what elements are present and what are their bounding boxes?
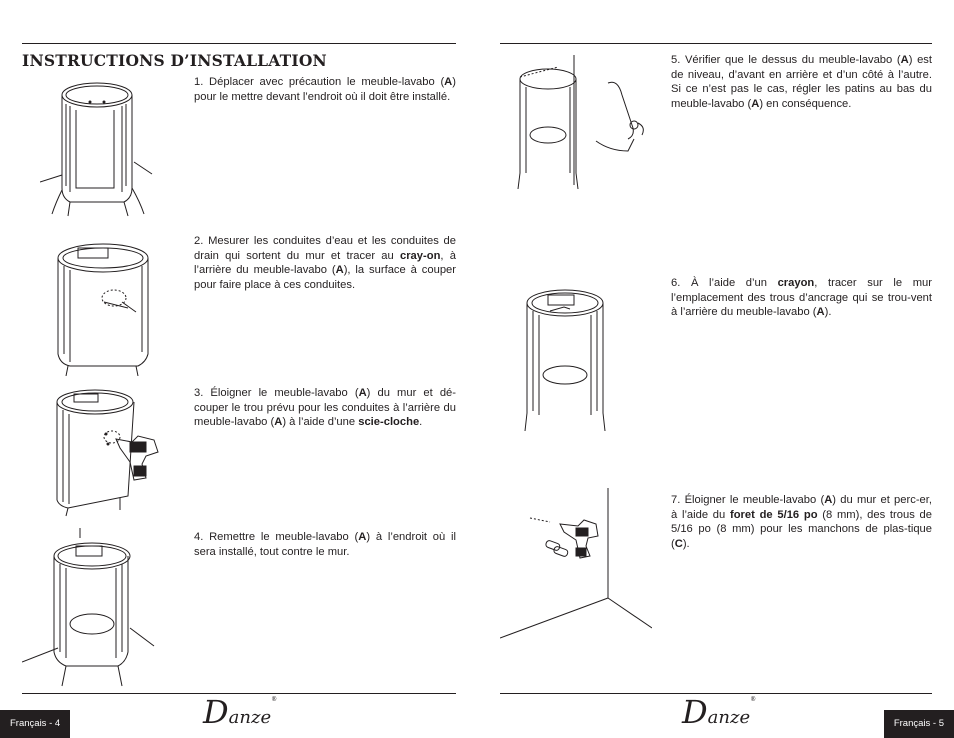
step-3-text: 3. Éloigner le meuble-lavabo (A) du mur …	[194, 387, 456, 429]
page-number-right: Français - 5	[883, 710, 954, 738]
step-5-illustration	[517, 55, 644, 190]
step-2-illustration	[57, 243, 149, 376]
step-7-text: 7. Éloigner le meuble-lavabo (A) du mur …	[671, 494, 932, 550]
step-6-text: 6. À l’aide d’un crayon, tracer sur le m…	[671, 277, 932, 319]
top-rule-left	[22, 43, 456, 44]
step-5-text: 5. Vérifier que le dessus du meuble-lava…	[671, 54, 932, 110]
danze-logo-right: Danze®	[682, 693, 757, 731]
step-3-illustration	[56, 389, 159, 517]
bottom-rule-right	[500, 693, 932, 694]
top-rule-right	[500, 43, 932, 44]
step-2-text: 2. Mesurer les conduites d’eau et les co…	[194, 235, 456, 291]
step-7-illustration	[500, 488, 652, 639]
danze-logo-left: Danze®	[203, 693, 278, 731]
step-4-illustration	[22, 528, 155, 687]
bottom-rule-left	[22, 693, 456, 694]
step-1-illustration	[40, 82, 153, 217]
page-title: INSTRUCTIONS D’INSTALLATION	[22, 51, 327, 70]
step-6-illustration	[524, 289, 606, 432]
step-4-text: 4. Remettre le meuble-lavabo (A) à l’end…	[194, 531, 456, 558]
page-number-left: Français - 4	[0, 710, 71, 738]
step-1-text: 1. Déplacer avec précaution le meuble-la…	[194, 76, 456, 103]
